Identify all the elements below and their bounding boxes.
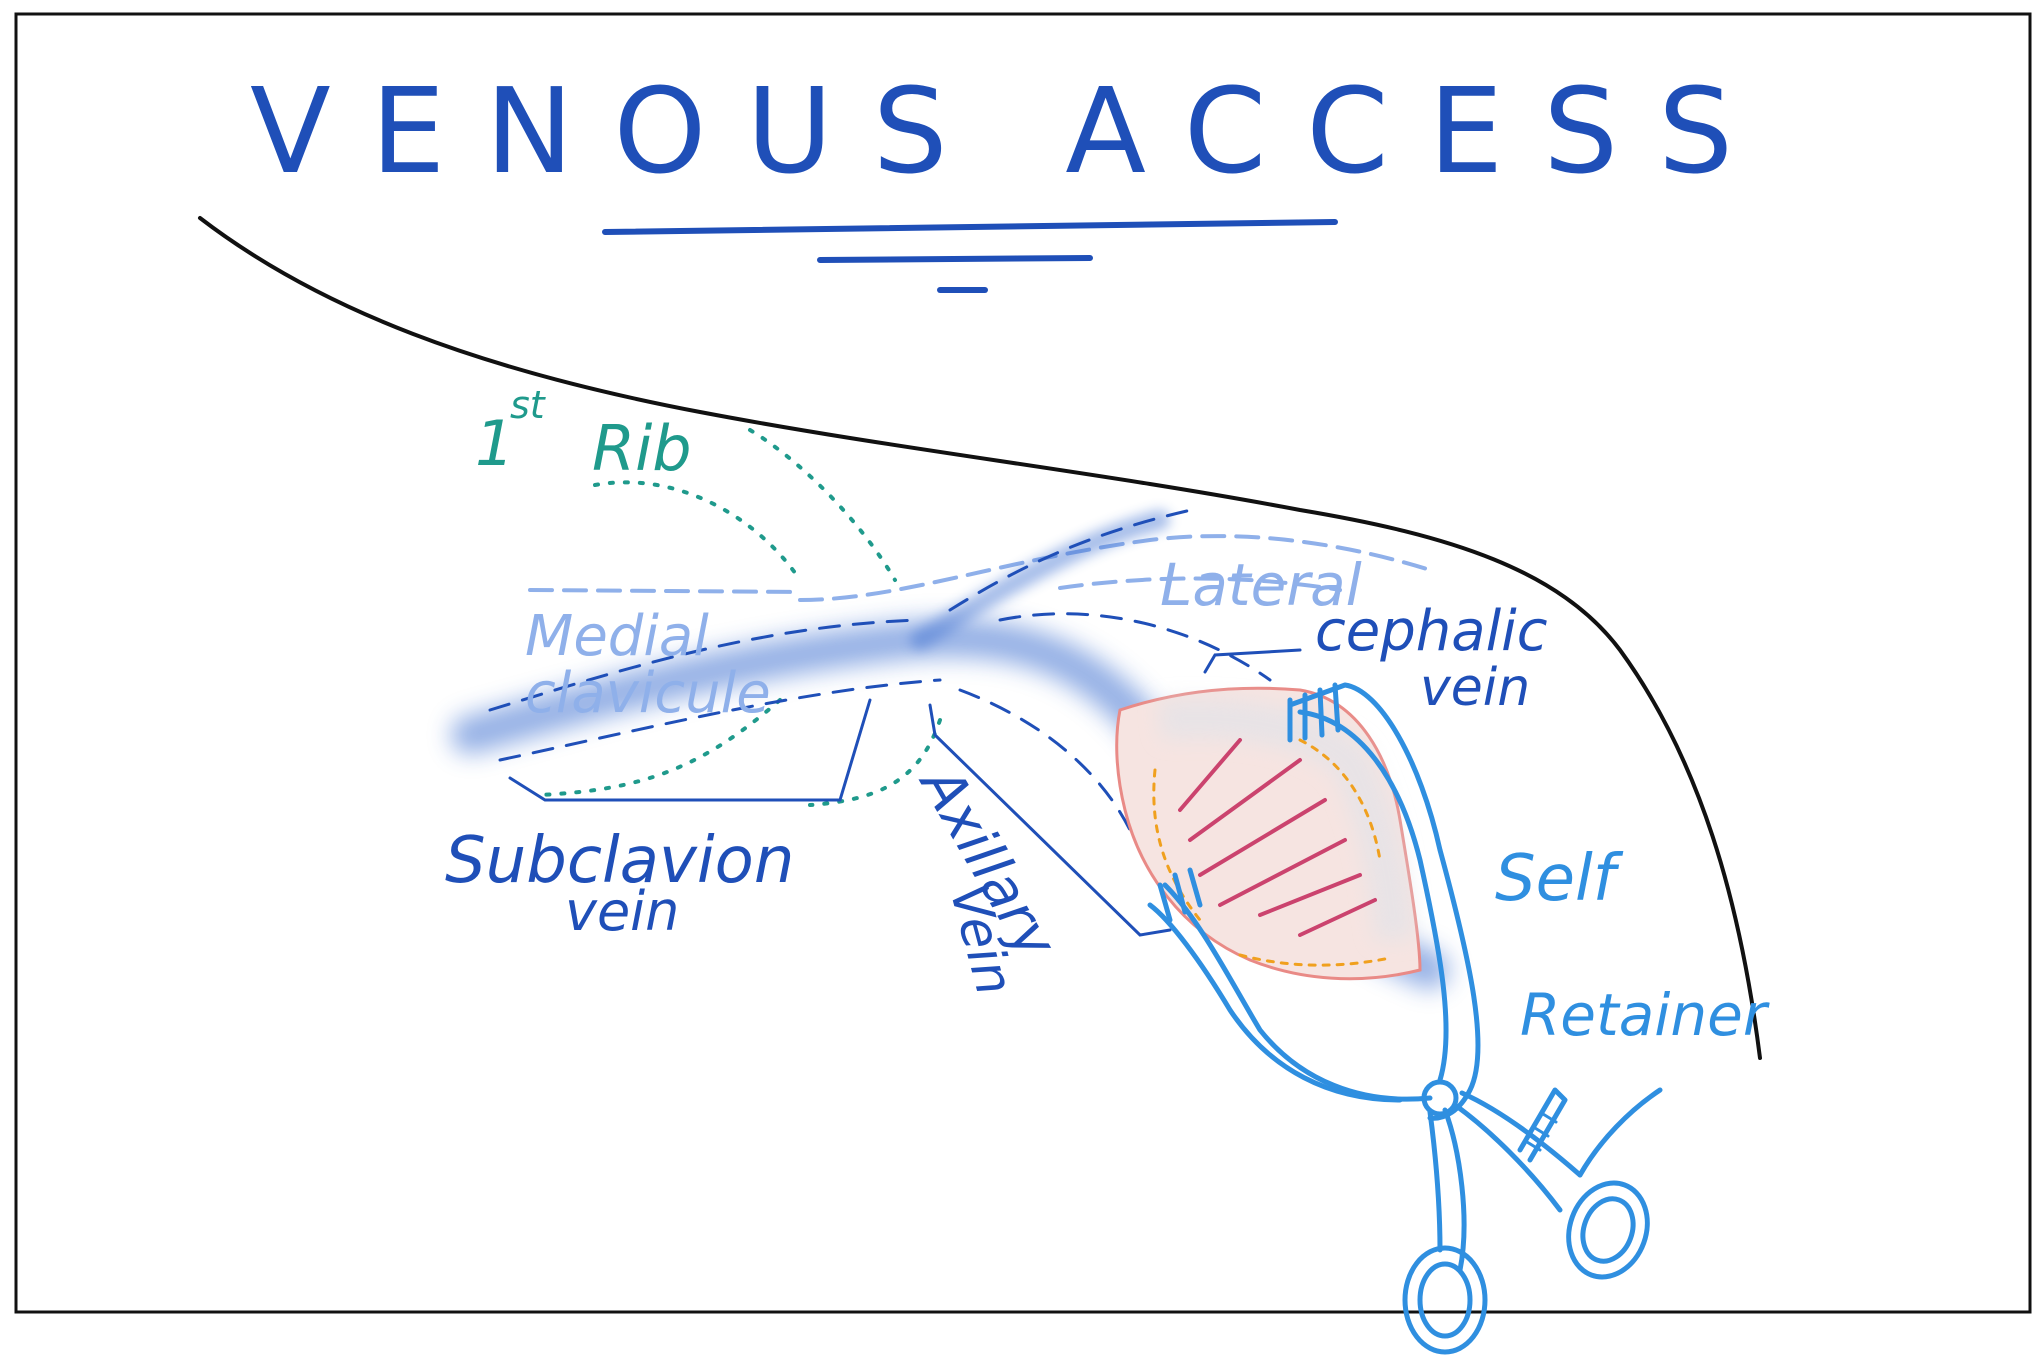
fat-edges	[1152, 738, 1392, 967]
shoulder-outline	[198, 216, 1762, 1060]
lateral-label: Lateral	[1160, 551, 1362, 619]
incision-wound	[1115, 686, 1422, 981]
clavicle	[528, 534, 1432, 602]
title-underlines	[602, 219, 1338, 293]
first-rib	[538, 428, 942, 807]
self-retainer-retractor	[1147, 682, 1663, 1355]
cephalic-label-2: vein	[1420, 658, 1530, 718]
subclavian-label-1: Subclavion	[445, 824, 794, 898]
title-text: VENOUS ACCESS	[250, 62, 1773, 200]
subclavian-label-2: vein	[565, 880, 679, 943]
labels: 1 st Rib Lateral Medial clavicule cephal…	[445, 383, 1770, 1049]
first-rib-suffix: st	[510, 383, 547, 427]
wound-hatch	[1178, 738, 1377, 937]
medial-label: Medial	[525, 604, 709, 669]
first-rib-word: Rib	[592, 412, 692, 485]
cephalic-label-1: cephalic	[1315, 599, 1548, 664]
sketch-frame	[14, 12, 2032, 1314]
first-rib-number: 1	[475, 407, 514, 480]
leader-lines	[508, 648, 1302, 937]
retainer-label: Retainer	[1520, 981, 1770, 1049]
clavicle-label: clavicule	[525, 661, 771, 726]
self-label: Self	[1495, 842, 1624, 916]
vein-outline	[488, 506, 1272, 832]
